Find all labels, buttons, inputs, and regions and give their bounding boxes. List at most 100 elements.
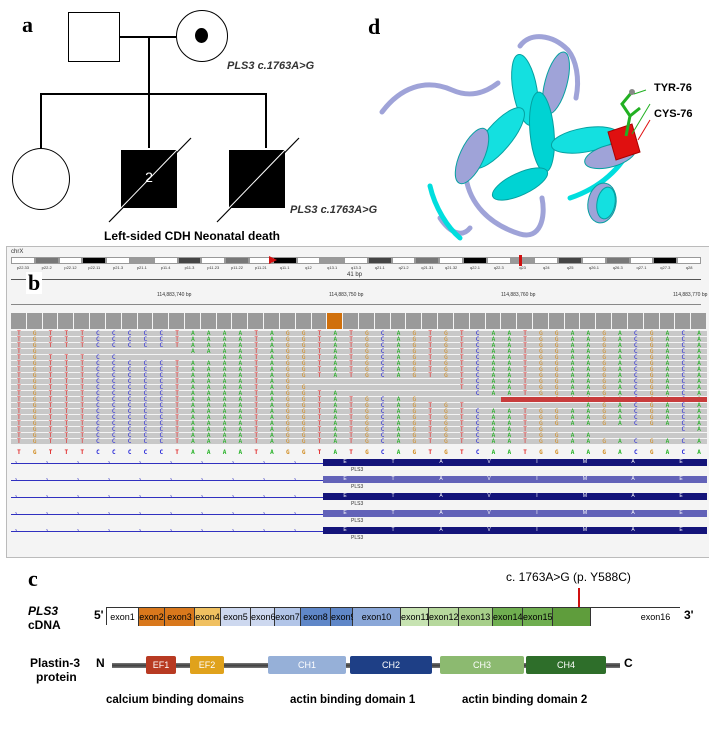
read-base: A — [238, 360, 243, 367]
intron-arrow: › — [201, 528, 203, 534]
read-base: T — [64, 432, 69, 439]
read-base: T — [317, 396, 322, 403]
cytoband-label: q21.31 — [421, 265, 434, 270]
read-base: A — [222, 384, 227, 391]
read-base: T — [460, 360, 464, 367]
reference-base: C — [112, 449, 116, 456]
read-base: A — [491, 342, 496, 349]
read-base: C — [681, 354, 686, 361]
coverage-bar — [612, 313, 627, 329]
read-base: A — [206, 414, 211, 421]
read-base: T — [349, 366, 353, 373]
read-base: T — [48, 402, 53, 409]
reference-base: C — [475, 449, 480, 456]
read-base: T — [254, 360, 258, 367]
intron-arrow: › — [139, 511, 141, 517]
read-base: A — [222, 378, 227, 385]
read-base: A — [270, 372, 274, 379]
amino-acid: A — [631, 476, 635, 482]
read-base: A — [507, 432, 512, 439]
read-base: T — [460, 348, 464, 355]
read-base: T — [175, 402, 179, 409]
read-base: G — [649, 414, 654, 421]
read-base: A — [697, 426, 701, 433]
intron-arrow: › — [232, 494, 234, 500]
read-base: C — [112, 408, 116, 415]
read-base: T — [523, 390, 527, 397]
reference-base: G — [539, 449, 543, 456]
read-base: T — [460, 336, 464, 343]
read-base: A — [586, 438, 591, 445]
read-base: C — [143, 390, 148, 397]
read-base: A — [665, 372, 670, 379]
read-base: G — [32, 426, 37, 433]
gene-label: PLS3 — [351, 518, 364, 524]
centromere-marker — [268, 256, 277, 264]
read-base: A — [206, 342, 211, 349]
read-base: A — [238, 354, 243, 361]
amino-acid: E — [343, 493, 347, 499]
cytoband — [11, 257, 35, 264]
read-base: A — [586, 420, 591, 427]
coverage-bar — [374, 313, 390, 329]
reference-base: G — [412, 449, 417, 456]
cytoband — [439, 257, 464, 264]
read-base: A — [586, 414, 591, 421]
read-base: G — [301, 372, 306, 379]
read-base: A — [270, 366, 274, 373]
amino-acid: A — [631, 459, 635, 465]
read-base: A — [206, 372, 211, 379]
read-base: A — [665, 330, 670, 337]
read-background — [11, 367, 707, 372]
read-base: G — [301, 426, 306, 433]
read-background — [11, 385, 707, 390]
variant-marker — [578, 588, 580, 608]
read-base: G — [602, 366, 606, 373]
read-base: G — [32, 396, 37, 403]
read-base: G — [412, 396, 417, 403]
intron-arrow: › — [15, 528, 17, 534]
reference-base: A — [665, 449, 670, 456]
read-base: G — [554, 366, 559, 373]
read-background — [11, 373, 707, 378]
read-base: A — [507, 420, 512, 427]
reference-base: T — [80, 449, 84, 456]
exon-block: exon14 — [493, 608, 523, 626]
read-base: A — [665, 336, 670, 343]
legend-actin1: actin binding domain 1 — [290, 694, 416, 706]
read-base: G — [286, 438, 290, 445]
read-background — [11, 403, 707, 408]
read-base: T — [175, 408, 179, 415]
exon-block: exon15 — [523, 608, 553, 626]
read-base: A — [396, 360, 401, 367]
read-base: A — [333, 402, 338, 409]
read-base: T — [460, 432, 464, 439]
amino-acid: I — [536, 493, 538, 499]
read-base: G — [412, 348, 417, 355]
read-base: A — [191, 426, 195, 433]
read-base: G — [286, 390, 290, 397]
read-base: T — [175, 426, 179, 433]
amino-acid: E — [343, 510, 347, 516]
read-base: A — [586, 384, 591, 391]
read-base: C — [127, 396, 132, 403]
coverage-bar — [580, 313, 596, 329]
read-base: G — [554, 390, 559, 397]
read-base: C — [159, 378, 164, 385]
read-base: C — [143, 360, 148, 367]
read-base: A — [238, 414, 243, 421]
read-base: C — [143, 378, 148, 385]
read-base: G — [32, 420, 37, 427]
read-base: T — [17, 438, 21, 445]
coverage-bar — [533, 313, 548, 329]
read-base: A — [618, 402, 622, 409]
amino-acid: V — [487, 510, 491, 516]
read-base: T — [428, 360, 432, 367]
read-base: T — [80, 420, 84, 427]
cytoband-label: q24 — [542, 265, 550, 270]
reference-base: G — [286, 449, 290, 456]
read-base: G — [32, 360, 37, 367]
read-base: C — [96, 438, 100, 445]
amino-acid: A — [439, 527, 443, 533]
read-base: T — [349, 414, 353, 421]
